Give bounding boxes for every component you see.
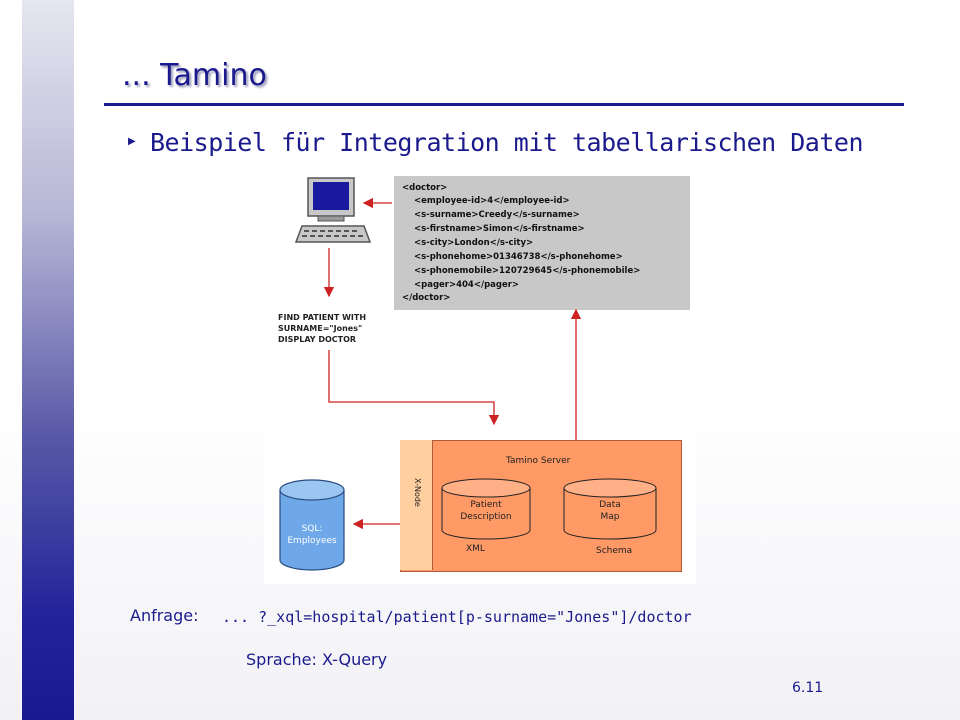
xml-line: <doctor> bbox=[402, 183, 448, 193]
datamap-label-line: Map bbox=[600, 512, 620, 522]
language-label: Sprache: X-Query bbox=[246, 650, 388, 669]
patient-label-line: Description bbox=[460, 512, 512, 522]
xml-label: XML bbox=[466, 544, 485, 554]
server-label: Tamino Server bbox=[506, 456, 571, 466]
xml-line: <s-phonehome>01346738</s-phonehome> bbox=[414, 252, 623, 262]
sql-database-icon bbox=[279, 479, 345, 571]
query-line: SURNAME="Jones" bbox=[278, 324, 363, 333]
query-description: FIND PATIENT WITH SURNAME="Jones" DISPLA… bbox=[278, 312, 366, 345]
sql-label-line: Employees bbox=[287, 536, 337, 546]
triangle-bullet-icon: ▶ bbox=[128, 136, 136, 147]
page-number: 6.11 bbox=[792, 680, 824, 696]
xml-line: <pager>404</pager> bbox=[414, 280, 520, 290]
sidebar-decoration bbox=[22, 0, 74, 720]
query-text: ... ?_xql=hospital/patient[p-surname="Jo… bbox=[222, 608, 692, 626]
flow-arrows bbox=[323, 197, 582, 530]
query-line: DISPLAY DOCTOR bbox=[278, 335, 357, 344]
x-node-panel bbox=[400, 440, 433, 570]
datamap-label-line: Data bbox=[599, 500, 621, 510]
xml-line: </doctor> bbox=[402, 293, 451, 303]
xml-line: <employee-id>4</employee-id> bbox=[414, 196, 570, 206]
computer-icon bbox=[294, 177, 372, 243]
sql-label-line: SQL: bbox=[301, 524, 323, 534]
database-cylinders bbox=[279, 478, 657, 571]
patient-database-icon bbox=[441, 478, 531, 540]
page-title: ... Tamino bbox=[122, 58, 267, 93]
query-label: Anfrage: bbox=[130, 606, 199, 625]
datamap-database-icon bbox=[563, 478, 657, 540]
title-underline bbox=[104, 103, 904, 106]
xml-line: <s-city>London</s-city> bbox=[414, 238, 534, 248]
xml-line: <s-firstname>Simon</s-firstname> bbox=[414, 224, 585, 234]
query-line: FIND PATIENT WITH bbox=[278, 313, 367, 322]
bullet-text: Beispiel für Integration mit tabellarisc… bbox=[150, 128, 864, 157]
patient-label-line: Patient bbox=[470, 500, 502, 510]
xml-line: <s-surname>Creedy</s-surname> bbox=[414, 210, 580, 220]
arrow-query-to-server bbox=[328, 350, 500, 426]
schema-label: Schema bbox=[596, 546, 633, 556]
xml-line: <s-phonemobile>120729645</s-phonemobile> bbox=[414, 266, 641, 276]
xml-result-box bbox=[394, 176, 690, 310]
